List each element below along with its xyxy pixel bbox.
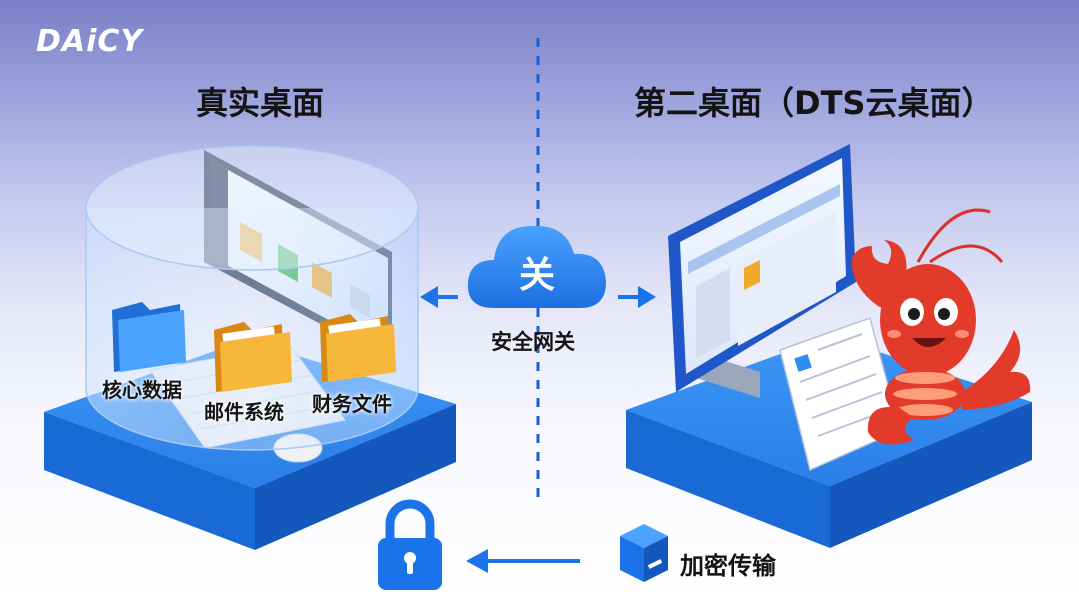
folder-core-data [112,302,186,372]
package-icon [620,524,668,582]
folder-label-core-data: 核心数据 [102,378,182,402]
folder-label-finance-files: 财务文件 [312,392,392,416]
arrow-right-icon [618,286,656,308]
gateway-cloud-glyph: 关 [519,255,556,296]
arrow-left-icon [420,286,458,308]
brand-logo: DAiCY [36,24,144,59]
right-panel-title: 第二桌面（DTS云桌面） [634,84,994,122]
arrow-left-transfer-icon [466,549,580,573]
lobster-mascot [851,208,1031,445]
folder-label-mail-system: 邮件系统 [204,400,284,424]
left-panel-title: 真实桌面 [196,84,325,122]
folder-finance-files [320,314,396,382]
cloud-icon [467,225,606,308]
lock-icon [378,499,442,590]
right-monitor [668,144,856,398]
glass-cylinder [85,145,419,451]
encryption-label: 加密传输 [680,552,776,580]
folder-mail-system [214,322,292,392]
gateway-label: 安全网关 [491,330,575,354]
